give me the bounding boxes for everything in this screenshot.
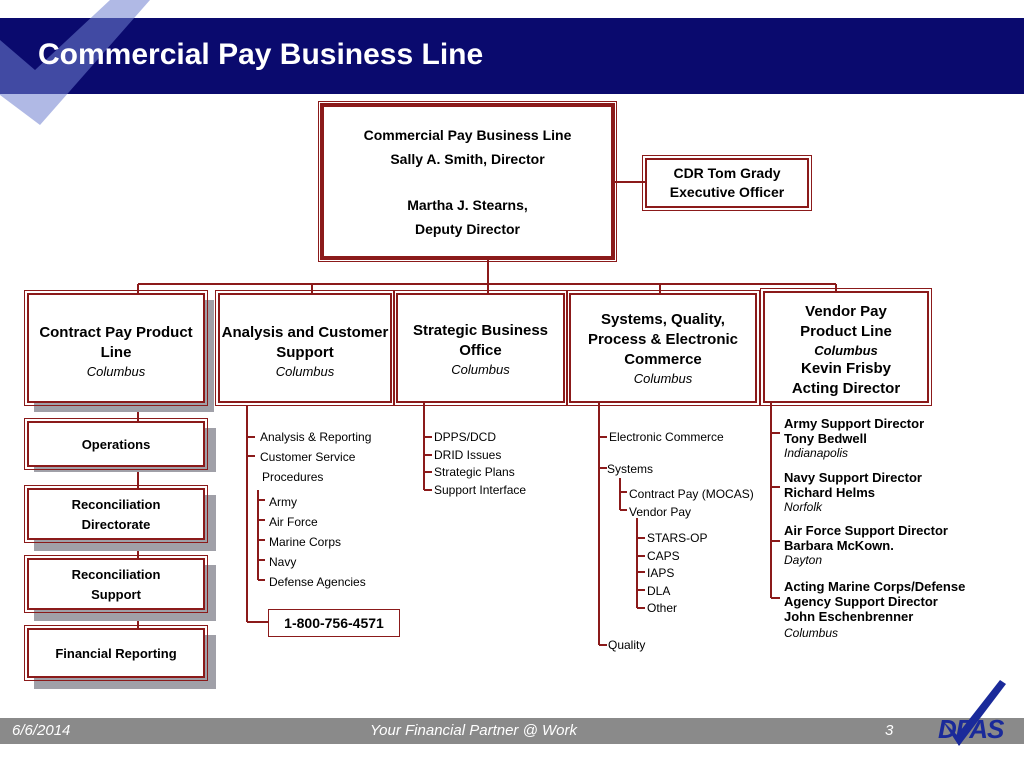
director-name: Barbara McKown. xyxy=(784,538,894,553)
footer-date: 6/6/2014 xyxy=(12,722,71,739)
logo-text: DFAS xyxy=(938,714,1004,744)
reconciliation-support-box: Reconciliation Support xyxy=(24,555,208,613)
director-location: Dayton xyxy=(784,553,823,567)
director-name: Sally A. Smith, Director xyxy=(390,151,545,167)
reconciliation-directorate-label: Reconciliation Directorate xyxy=(71,497,161,532)
list-item: Other xyxy=(647,601,678,615)
systems-box: Systems, Quality, Process & Electronic C… xyxy=(566,290,760,406)
electronic-commerce-item: Electronic Commerce xyxy=(609,430,724,444)
analysis-list: Analysis & Reporting Customer Service Pr… xyxy=(260,429,371,485)
page-number: 3 xyxy=(885,722,894,739)
list-item: Analysis & Reporting xyxy=(260,430,372,444)
reconciliation-directorate-box: Reconciliation Directorate xyxy=(24,485,208,543)
contract-pay-box: Contract Pay Product Line Columbus xyxy=(24,290,208,406)
financial-reporting-box: Financial Reporting xyxy=(24,625,208,681)
executive-officer-box: CDR Tom Grady Executive Officer xyxy=(642,155,812,211)
director-location: Norfolk xyxy=(784,500,823,514)
list-item: Vendor Pay xyxy=(629,505,692,519)
list-item: Procedures xyxy=(262,470,324,484)
army-director: Army Support Director Tony Bedwell India… xyxy=(784,416,924,461)
strategic-box: Strategic Business Office Columbus xyxy=(393,290,568,406)
list-item: Army xyxy=(269,495,297,509)
vendor-pay-director-role: Acting Director xyxy=(791,380,901,397)
list-item: CAPS xyxy=(647,548,680,563)
director-title: Air Force Support Director xyxy=(784,523,948,538)
list-item: Marine Corps xyxy=(269,535,342,549)
list-item: Defense Agencies xyxy=(269,575,366,589)
financial-reporting-label: Financial Reporting xyxy=(55,646,177,661)
deputy-title: Deputy Director xyxy=(414,221,521,237)
navy-director: Navy Support Director Richard Helms Norf… xyxy=(784,470,922,515)
director-box: Commercial Pay Business Line Sally A. Sm… xyxy=(318,101,617,262)
list-item: STARS-OP xyxy=(647,531,708,545)
director-location: Indianapolis xyxy=(784,446,849,460)
vendor-pay-box: Vendor Pay Product Line Columbus Kevin F… xyxy=(760,288,932,406)
business-line-name: Commercial Pay Business Line xyxy=(363,127,572,143)
deputy-name: Martha J. Stearns, xyxy=(407,197,528,213)
quality-item: Quality xyxy=(608,638,646,652)
logo-checkmark-icon xyxy=(942,680,1006,746)
page-title: Commercial Pay Business Line xyxy=(38,38,484,71)
contract-pay-location: Columbus xyxy=(86,364,146,379)
list-item: DLA xyxy=(647,583,671,598)
reconciliation-support-label: Reconciliation Support xyxy=(71,567,161,602)
vendor-pay-title: Vendor Pay Product Line xyxy=(800,303,892,340)
director-title: Navy Support Director xyxy=(784,470,922,485)
director-name: John Eschenbrenner xyxy=(784,609,914,624)
systems-title: Systems, Quality, Process & Electronic C… xyxy=(587,311,739,368)
list-item: IAPS xyxy=(647,566,675,580)
systems-sub-list: Contract Pay (MOCAS) Vendor Pay xyxy=(629,485,754,521)
strategic-title: Strategic Business Office xyxy=(412,322,549,359)
analysis-location: Columbus xyxy=(275,364,335,379)
list-item: Contract Pay (MOCAS) xyxy=(629,487,754,501)
systems-item: Systems xyxy=(607,462,654,476)
director-title: Army Support Director xyxy=(784,416,925,431)
director-name: Tony Bedwell xyxy=(784,431,867,446)
strategic-location: Columbus xyxy=(451,362,510,377)
systems-location: Columbus xyxy=(633,371,693,386)
list-item: Strategic Plans xyxy=(434,465,515,479)
operations-label: Operations xyxy=(81,437,151,452)
director-name: Richard Helms xyxy=(784,485,876,500)
air-force-director: Air Force Support Director Barbara McKow… xyxy=(784,523,948,568)
exec-title: Executive Officer xyxy=(669,184,785,200)
footer-tagline: Your Financial Partner @ Work xyxy=(370,722,577,739)
footer-bar xyxy=(0,718,1024,744)
exec-name: CDR Tom Grady xyxy=(673,165,781,181)
operations-box: Operations xyxy=(24,418,208,470)
strategic-list: DPPS/DCD DRID Issues Strategic Plans Sup… xyxy=(434,429,526,499)
phone-number-box: 1-800-756-4571 xyxy=(268,609,400,637)
director-title: Acting Marine Corps/Defense xyxy=(784,579,966,594)
checkmark-icon xyxy=(0,0,150,125)
vendor-pay-systems-list: STARS-OP CAPS IAPS DLA Other xyxy=(647,530,707,618)
analysis-title: Analysis and Customer Support xyxy=(221,324,389,361)
list-item: Air Force xyxy=(269,515,318,529)
list-item: Customer Service xyxy=(260,450,356,464)
vendor-pay-director-name: Kevin Frisby xyxy=(800,360,892,377)
list-item: DPPS/DCD xyxy=(434,430,497,444)
director-location: Columbus xyxy=(784,626,839,640)
contract-pay-title: Contract Pay Product Line xyxy=(39,324,193,361)
title-bar xyxy=(0,18,1024,94)
list-item: Navy xyxy=(269,555,297,569)
vendor-pay-location: Columbus xyxy=(814,343,878,358)
dfas-logo: DFAS xyxy=(932,680,1022,764)
list-item: DRID Issues xyxy=(434,447,502,462)
list-item: Support Interface xyxy=(434,482,527,497)
analysis-sub-list: Army Air Force Marine Corps Navy Defense… xyxy=(269,492,366,592)
marine-corps-director: Acting Marine Corps/Defense Agency Suppo… xyxy=(784,579,965,641)
director-title-line2: Agency Support Director xyxy=(784,594,938,609)
analysis-box: Analysis and Customer Support Columbus xyxy=(215,290,395,406)
